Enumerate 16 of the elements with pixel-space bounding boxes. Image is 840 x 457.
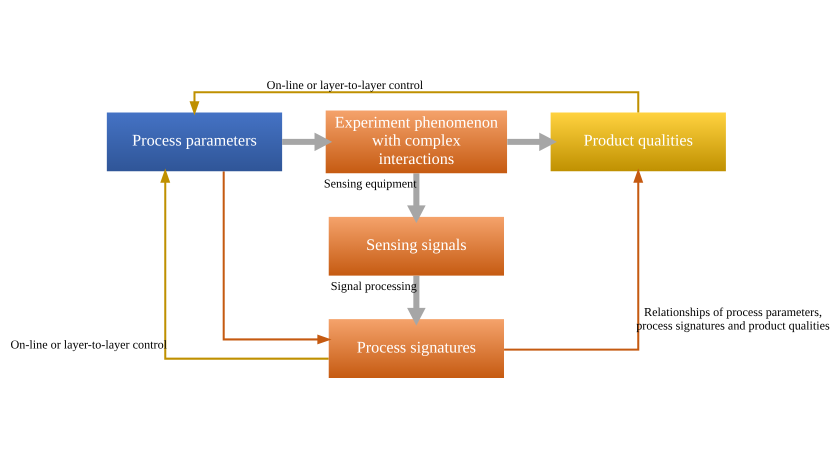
node-box: Product qualities <box>550 112 726 172</box>
node-box: Experiment phenomenon with complex interactions <box>326 110 508 174</box>
edge-label: On-line or layer-to-layer control <box>266 78 424 92</box>
arrow <box>507 132 557 152</box>
arrow <box>190 91 640 116</box>
arrow <box>160 168 329 360</box>
arrow <box>407 276 426 326</box>
arrow <box>282 132 332 152</box>
arrow <box>222 171 332 344</box>
node-box: Process signatures <box>328 319 504 378</box>
arrow <box>504 168 644 351</box>
edge-label: Sensing equipment <box>324 176 417 190</box>
node-box: Process parameters <box>106 112 282 172</box>
node-box: Sensing signals <box>328 216 504 276</box>
arrow <box>407 173 426 224</box>
edge-label: Signal processing <box>330 278 417 293</box>
